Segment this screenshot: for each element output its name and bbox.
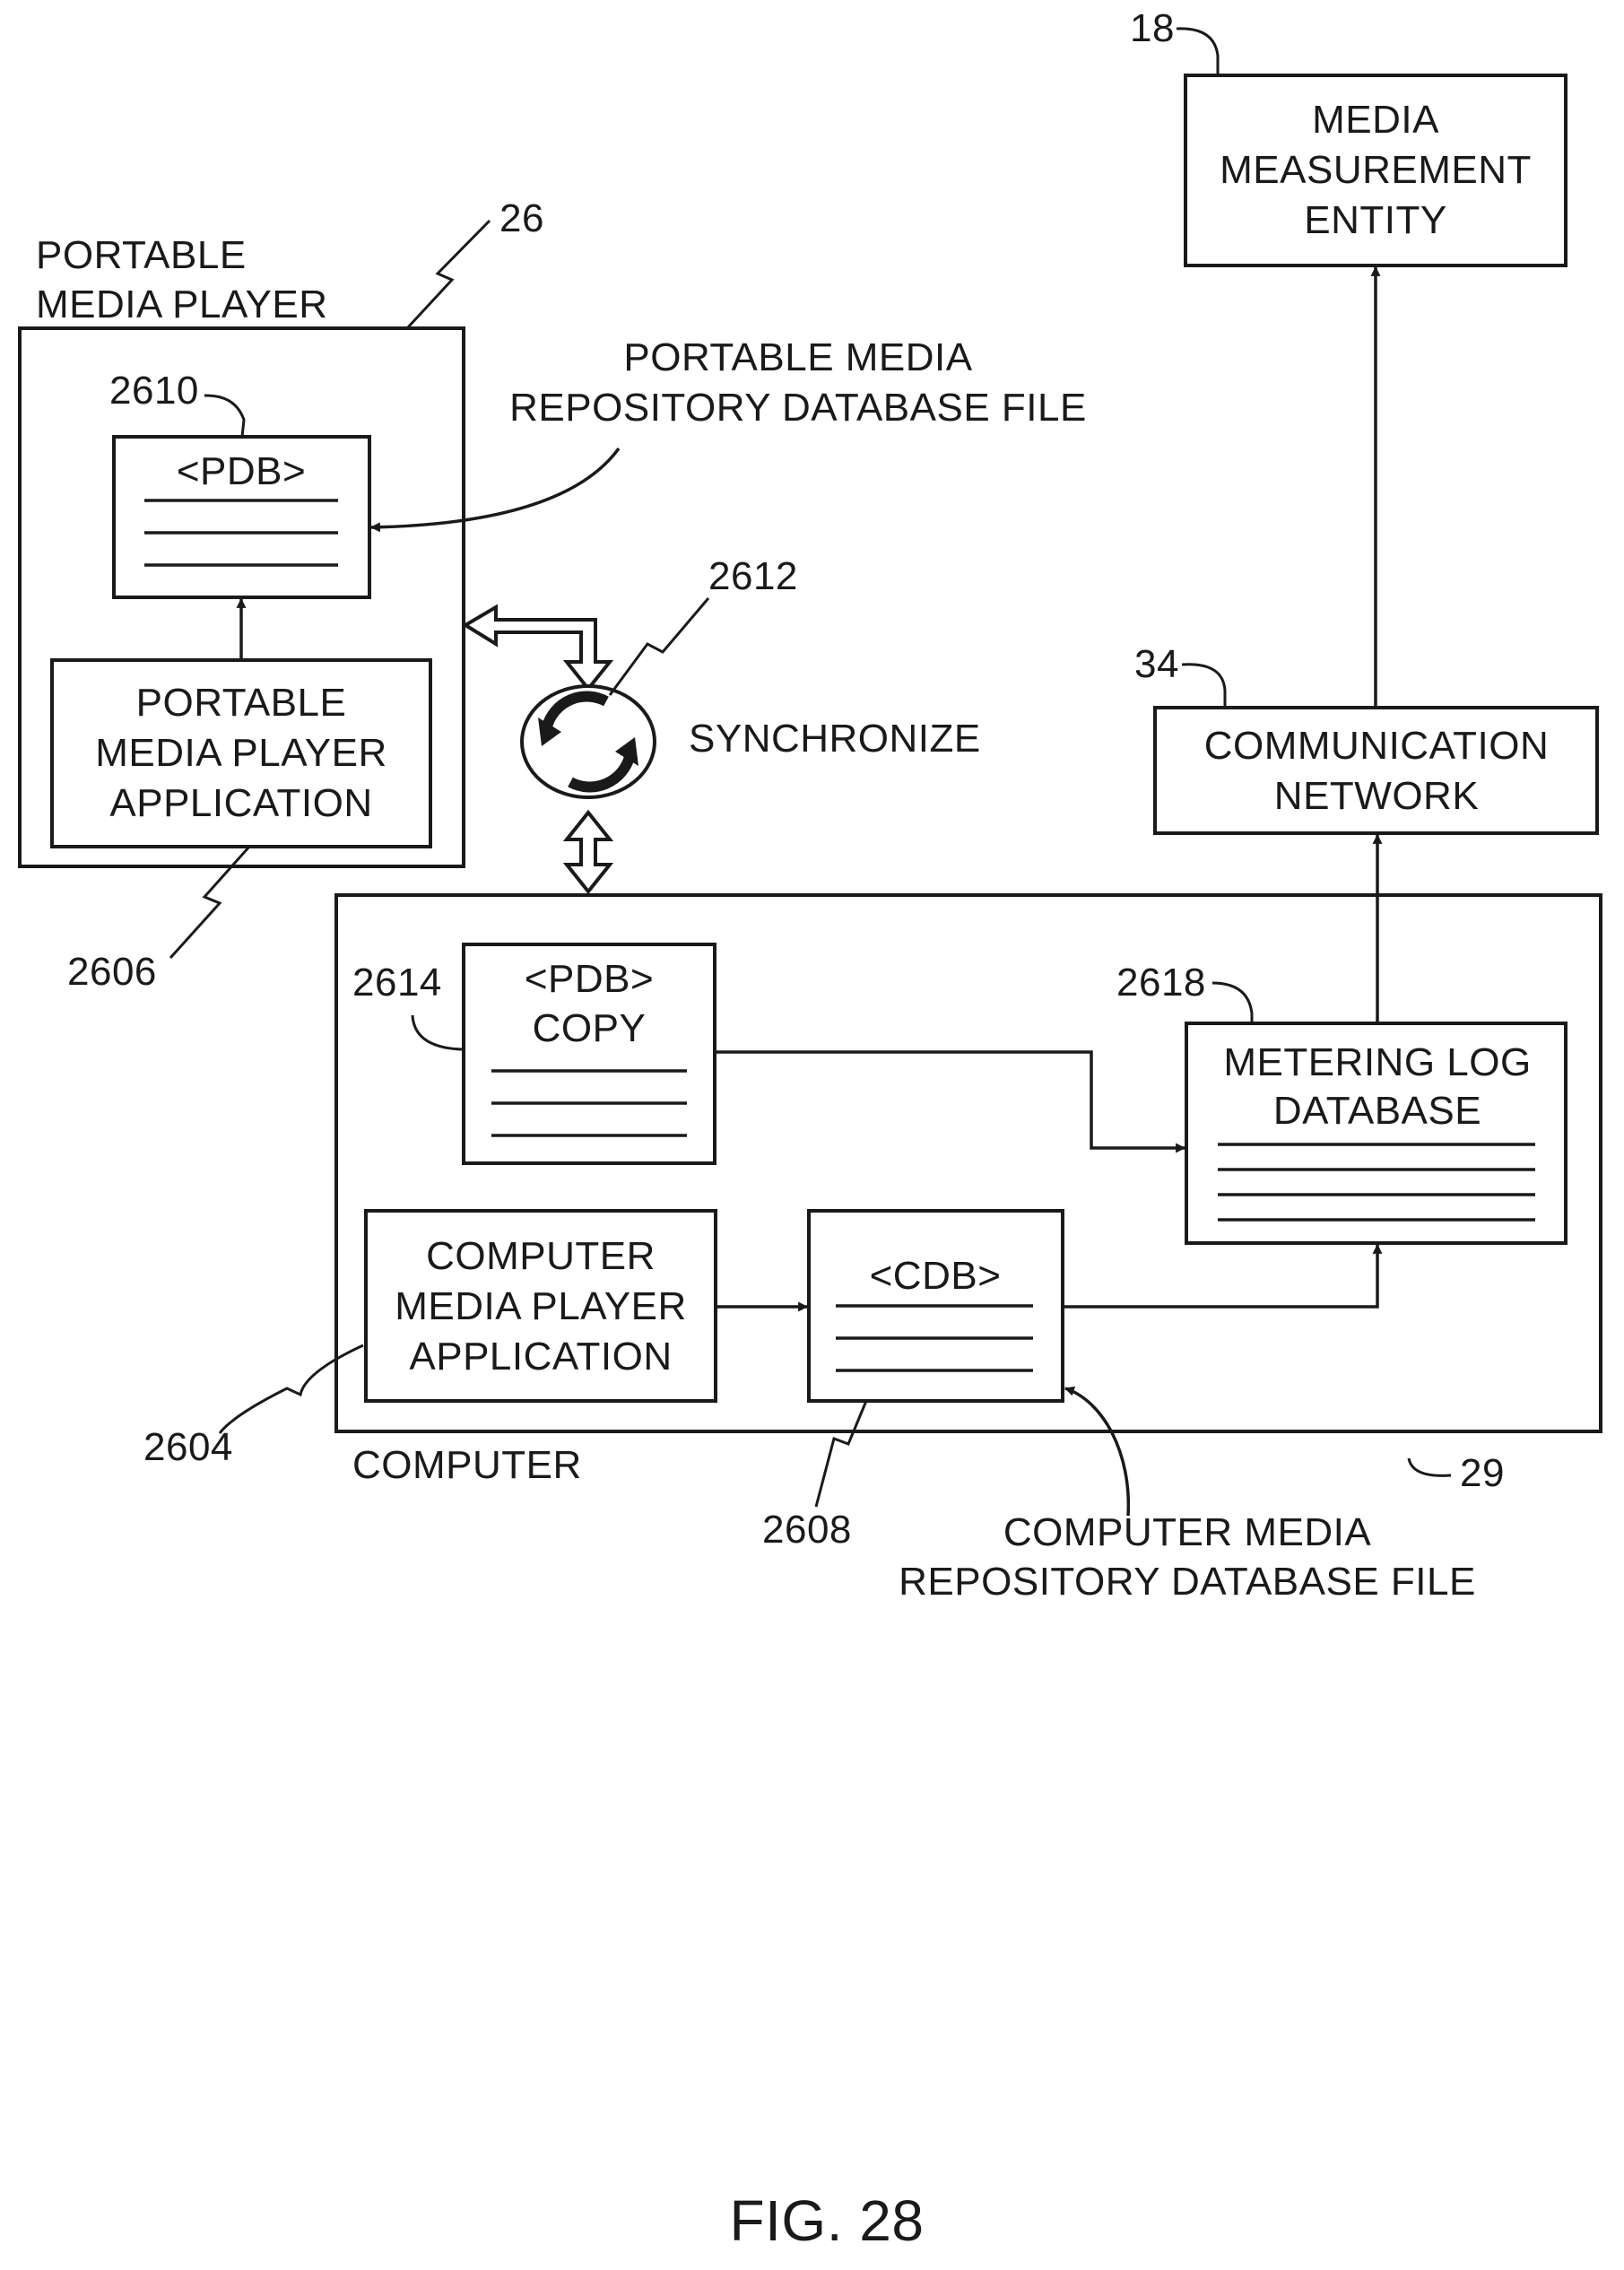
pdb-copy-line-2: COPY — [533, 1006, 647, 1050]
cdb-file: <CDB> — [809, 1211, 1063, 1401]
portable-app-line-3: APPLICATION — [109, 781, 372, 825]
media-measurement-entity: MEDIA MEASUREMENT ENTITY — [1185, 75, 1566, 265]
cdb-callout-line-1: COMPUTER MEDIA — [1003, 1510, 1372, 1554]
pdb-label: <PDB> — [177, 449, 306, 493]
computer-media-player-application: COMPUTER MEDIA PLAYER APPLICATION — [366, 1211, 716, 1401]
ref-2614: 2614 — [352, 961, 442, 1005]
ref-2612: 2612 — [708, 554, 798, 598]
ref-34: 34 — [1134, 642, 1179, 686]
computer-app-line-2: MEDIA PLAYER — [395, 1284, 687, 1328]
synchronize-link: SYNCHRONIZE 2612 — [465, 554, 981, 891]
ref-2612-leader — [610, 598, 708, 695]
entity-line-2: MEASUREMENT — [1220, 148, 1532, 192]
metering-log-line-2: DATABASE — [1273, 1089, 1481, 1133]
pdb-copy-file: <PDB> COPY — [464, 944, 715, 1163]
portable-media-player: PORTABLE MEDIA PLAYER 26 <PDB> 2610 PORT… — [20, 196, 544, 994]
entity-line-3: ENTITY — [1304, 198, 1446, 242]
metering-log-database: METERING LOG DATABASE — [1186, 1023, 1566, 1243]
network-line-1: COMMUNICATION — [1204, 724, 1550, 768]
ref-18: 18 — [1130, 6, 1175, 50]
ref-34-leader — [1182, 665, 1225, 708]
cdb-callout-line-2: REPOSITORY DATABASE FILE — [899, 1560, 1476, 1604]
ref-2618: 2618 — [1116, 961, 1206, 1005]
portable-media-player-application: PORTABLE MEDIA PLAYER APPLICATION — [52, 660, 430, 847]
figure-caption: FIG. 28 — [730, 2188, 925, 2253]
communication-network: COMMUNICATION NETWORK — [1155, 708, 1597, 833]
ref-29: 29 — [1460, 1451, 1505, 1495]
ref-26-leader — [407, 221, 490, 328]
sync-label: SYNCHRONIZE — [689, 717, 981, 761]
pdb-copy-line-1: <PDB> — [525, 957, 654, 1001]
ref-2606: 2606 — [67, 950, 157, 994]
network-line-2: NETWORK — [1274, 774, 1479, 818]
ref-2610: 2610 — [109, 369, 199, 413]
metering-log-line-1: METERING LOG — [1223, 1040, 1531, 1084]
ref-18-leader — [1177, 29, 1218, 75]
portable-app-line-2: MEDIA PLAYER — [95, 731, 387, 775]
sync-fat-arrow-bottom — [567, 813, 610, 891]
portable-app-line-1: PORTABLE — [136, 681, 347, 725]
computer: COMPUTER 29 <PDB> COPY 2614 METERING LOG… — [143, 895, 1601, 1552]
computer-title: COMPUTER — [352, 1443, 582, 1487]
portable-media-player-title-line-2: MEDIA PLAYER — [36, 283, 328, 326]
entity-line-1: MEDIA — [1312, 98, 1439, 142]
cdb-label: <CDB> — [870, 1254, 1002, 1298]
computer-app-line-1: COMPUTER — [426, 1234, 656, 1278]
sync-icon — [522, 686, 655, 797]
sync-fat-arrow-top — [465, 607, 610, 689]
ref-26: 26 — [499, 196, 544, 240]
ref-29-leader — [1409, 1458, 1451, 1475]
portable-media-player-title-line-1: PORTABLE — [36, 233, 247, 277]
pdb-callout-line-1: PORTABLE MEDIA — [623, 335, 972, 379]
ref-2608: 2608 — [762, 1508, 852, 1552]
computer-app-line-3: APPLICATION — [409, 1335, 672, 1379]
pdb-callout-line-2: REPOSITORY DATABASE FILE — [509, 386, 1087, 430]
pdb-file: <PDB> — [114, 437, 369, 597]
